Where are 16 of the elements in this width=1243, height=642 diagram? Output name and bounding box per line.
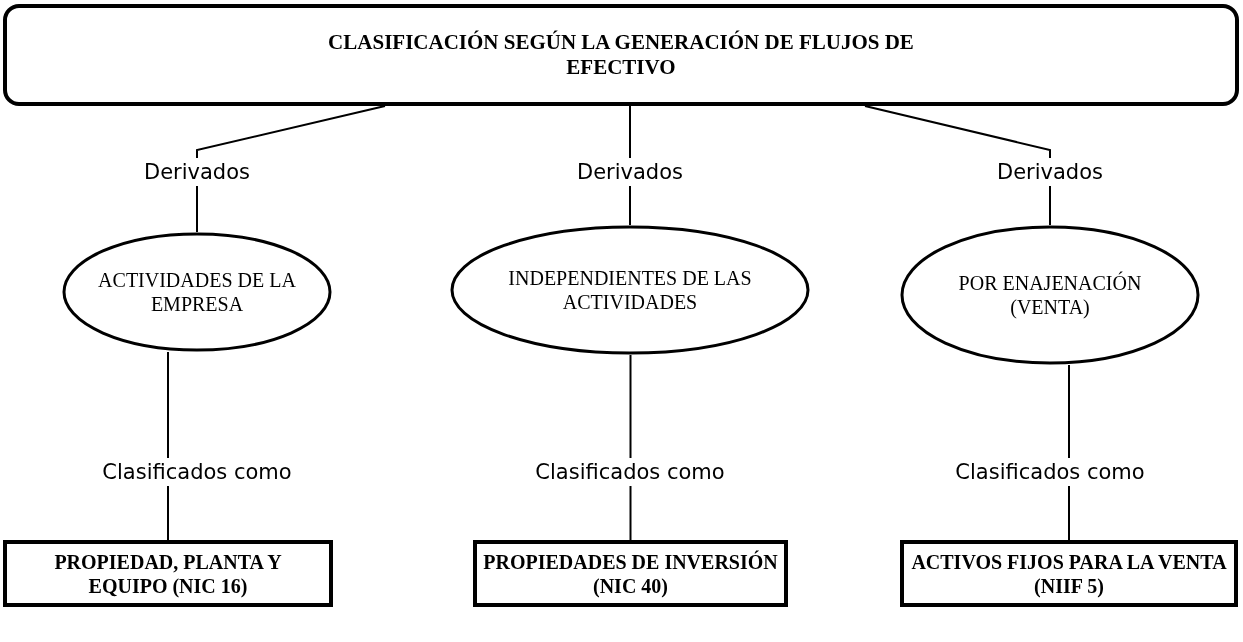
node-text: ACTIVIDADES DE LA EMPRESA [97, 268, 297, 316]
title-box [3, 4, 1239, 106]
connector-line [196, 105, 386, 233]
node-text: ACTIVOS FIJOS PARA LA VENTA (NIIF 5) [910, 549, 1228, 598]
node-text: PROPIEDADES DE INVERSIÓN (NIC 40) [483, 549, 778, 598]
result-box [3, 540, 333, 607]
category-ellipse [900, 225, 1200, 365]
connector-line [864, 105, 1051, 226]
category-ellipse [62, 232, 332, 352]
category-ellipse [450, 225, 810, 355]
node-text: POR ENAJENACIÓN (VENTA) [957, 271, 1143, 319]
node-text: CLASIFICACIÓN SEGÚN LA GENERACIÓN DE FLUJOS DE EFECTIVO [327, 29, 915, 81]
result-box [473, 540, 788, 607]
node-text: INDEPENDIENTES DE LAS ACTIVIDADES [507, 266, 753, 314]
result-box [900, 540, 1238, 607]
node-text: PROPIEDAD, PLANTA Y EQUIPO (NIC 16) [53, 549, 283, 598]
